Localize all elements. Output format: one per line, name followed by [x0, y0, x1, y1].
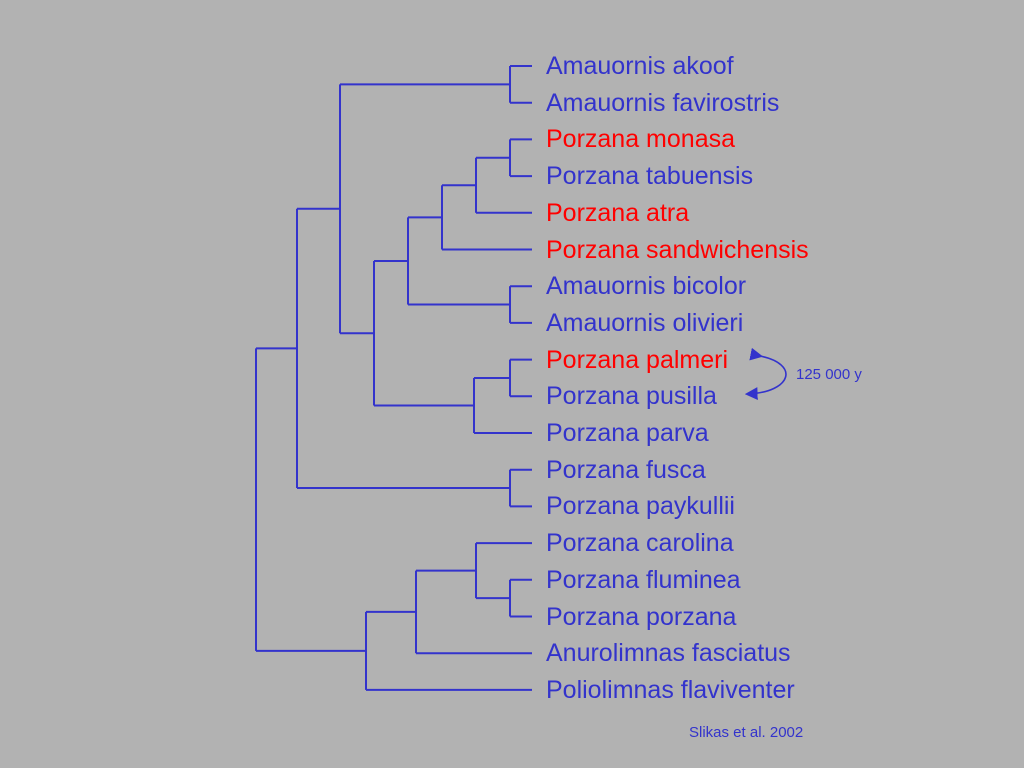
- citation: Slikas et al. 2002: [689, 724, 804, 741]
- taxon-label: Porzana parva: [546, 419, 709, 447]
- divergence-time-label: 125 000 y: [796, 366, 862, 383]
- divergence-arrow: [744, 347, 787, 400]
- taxon-label: Amauornis bicolor: [546, 272, 747, 301]
- taxon-label: Porzana fusca: [546, 455, 706, 484]
- taxon-label: Poliolimnas flaviventer: [546, 675, 795, 704]
- taxon-label: Porzana porzana: [546, 602, 737, 631]
- taxon-label: Porzana fluminea: [546, 565, 741, 594]
- taxon-label: Porzana sandwichensis: [546, 235, 809, 264]
- taxon-label: Porzana atra: [546, 198, 690, 227]
- taxon-label: Porzana tabuensis: [546, 162, 754, 191]
- taxon-label: Porzana monasa: [546, 125, 736, 154]
- taxon-label: Amauornis olivieri: [546, 308, 744, 337]
- taxon-label: Porzana paykullii: [546, 492, 735, 521]
- taxon-label: Amauornis favirostris: [546, 88, 780, 117]
- taxon-label: Porzana carolina: [546, 529, 734, 558]
- taxon-label: Anurolimnas fasciatus: [546, 639, 791, 668]
- taxon-label: Porzana pusilla: [546, 382, 717, 411]
- tree-branches: [255, 65, 532, 691]
- taxon-label: Amauornis akoof: [546, 52, 734, 80]
- taxon-label: Porzana palmeri: [546, 345, 729, 374]
